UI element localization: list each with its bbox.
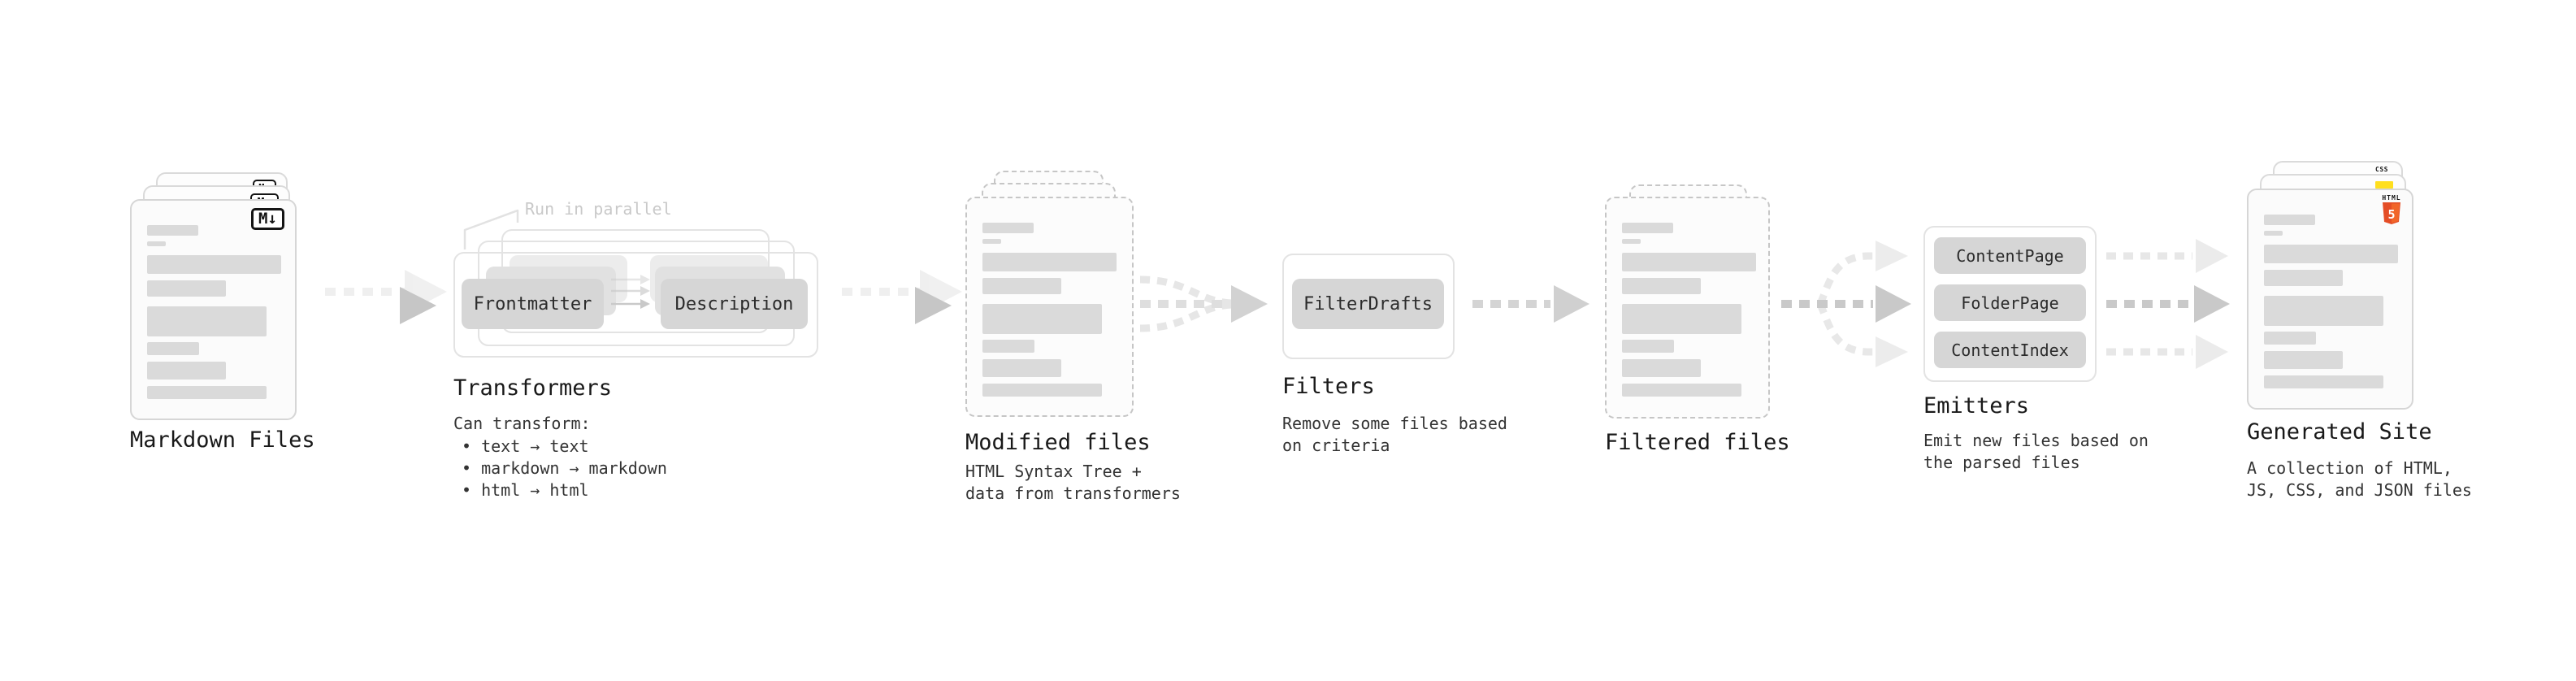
skeleton-bar [147,255,281,274]
doc-content-skeleton [982,223,1117,397]
skeleton-bar [2264,245,2398,263]
description-pill: Description [661,279,808,329]
transformers-bullet-1: • text → text [462,436,589,456]
generated-site-desc-line2: JS, CSS, and JSON files [2247,480,2472,500]
arrow-transformers-to-modified-echo [842,270,962,314]
skeleton-bar [982,278,1061,294]
arrow-modified-to-filters [1139,275,1268,332]
skeleton-bar [1622,278,1701,294]
html5-shield: 5 [2383,202,2400,224]
modified-file-card [965,197,1134,417]
skeleton-bar [982,340,1034,353]
arrow-filters-to-filtered [1472,285,1589,323]
skeleton-bar [147,386,267,399]
folderpage-pill: FolderPage [1934,284,2086,321]
generated-html-file-card: HTML 5 [2247,189,2413,410]
filters-label: Filters [1282,374,1375,399]
markdown-icon: M↓ [251,208,284,230]
html5-icon: HTML 5 [2381,195,2402,228]
doc-content-skeleton [2264,215,2398,388]
skeleton-bar [1622,384,1741,397]
modified-files-label: Modified files [965,430,1151,455]
skeleton-bar [982,239,1001,244]
arrow-emitters-to-generated-bottom [2106,335,2228,369]
skeleton-bar [2264,215,2315,225]
arrow-markdown-to-transformers-echo [325,270,447,314]
skeleton-bar [982,253,1117,271]
filterdrafts-pill: FilterDrafts [1292,279,1444,329]
skeleton-bar [982,359,1061,377]
arrow-filtered-to-emitters-branch-up [1816,241,1908,306]
arrow-filtered-to-emitters [1781,285,1911,323]
run-in-parallel-note: Run in parallel [525,199,672,219]
transformer-layer-front [453,252,818,358]
markdown-file-card: M↓ [130,199,297,420]
skeleton-bar [147,342,199,355]
filtered-files-label: Filtered files [1605,430,1790,455]
skeleton-bar [982,223,1034,233]
emitters-label: Emitters [1923,393,2030,419]
skeleton-bar [982,384,1102,397]
javascript-icon [2375,181,2393,189]
transformers-label: Transformers [453,375,613,401]
skeleton-bar [1622,359,1701,377]
skeleton-bar [1622,304,1741,334]
skeleton-bar [1622,340,1674,353]
skeleton-bar [982,304,1102,334]
skeleton-bar [147,280,226,297]
modified-files-desc-line1: HTML Syntax Tree + [965,462,1142,481]
skeleton-bar [147,241,166,246]
emitters-desc-line2: the parsed files [1923,453,2080,472]
skeleton-bar [147,362,226,380]
skeleton-bar [1622,223,1673,233]
skeleton-bar [2264,351,2343,369]
emitters-desc-line1: Emit new files based on [1923,431,2149,450]
contentindex-pill: ContentIndex [1934,332,2086,368]
generated-site-desc-line1: A collection of HTML, [2247,458,2452,478]
transformers-bullet-3: • html → html [462,480,589,500]
transformers-bullet-2: • markdown → markdown [462,458,667,478]
filtered-file-card [1605,197,1770,419]
arrow-filtered-to-emitters-branch-down [1816,302,1908,367]
skeleton-bar [2264,332,2316,345]
arrow-emitters-to-generated-top [2106,239,2228,273]
filters-desc-line1: Remove some files based [1282,414,1507,433]
svg-text:5: 5 [2387,207,2395,222]
frontmatter-pill: Frontmatter [462,279,604,329]
doc-content-skeleton [1622,223,1756,397]
doc-content-skeleton [147,225,281,399]
transformers-desc-title: Can transform: [453,414,591,433]
skeleton-bar [2264,231,2283,236]
generated-site-label: Generated Site [2247,419,2432,445]
arrow-transformers-to-modified [829,287,952,324]
markdown-files-label: Markdown Files [130,427,315,453]
arrow-markdown-to-transformers [309,287,436,324]
arrow-emitters-to-generated-middle [2106,285,2230,323]
skeleton-bar [2264,296,2383,326]
skeleton-bar [147,306,267,336]
modified-files-desc-line2: data from transformers [965,484,1181,503]
filters-desc-line2: on criteria [1282,436,1390,455]
skeleton-bar [1622,253,1756,271]
contentpage-pill: ContentPage [1934,237,2086,274]
skeleton-bar [1622,239,1641,244]
skeleton-bar [2264,375,2383,388]
skeleton-bar [2264,270,2343,286]
skeleton-bar [147,225,198,236]
